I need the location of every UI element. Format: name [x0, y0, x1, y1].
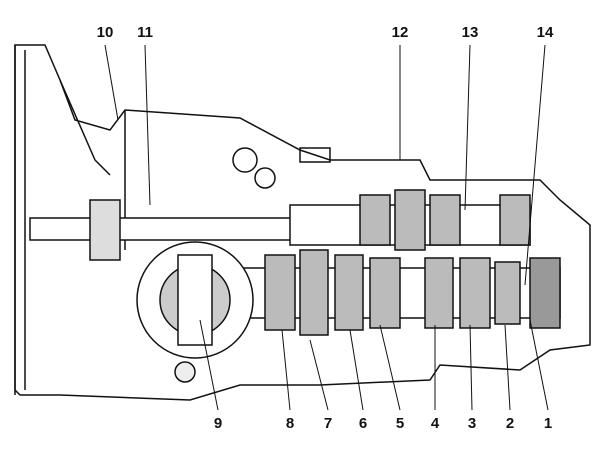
- callout-5: 5: [395, 415, 405, 432]
- callout-6: 6: [358, 415, 368, 432]
- input-shaft: [29, 217, 301, 241]
- callout-1: 1: [543, 415, 553, 432]
- clutch-hub: [89, 199, 121, 261]
- bellhousing-flange: [14, 45, 26, 395]
- callout-2: 2: [505, 415, 515, 432]
- drain-plug: [174, 361, 196, 383]
- callout-11: 11: [137, 24, 153, 41]
- shift-linkage: [232, 147, 258, 173]
- housing-outline: [14, 44, 591, 401]
- callout-4: 4: [430, 415, 440, 432]
- callout-12: 12: [391, 24, 409, 41]
- callout-9: 9: [213, 415, 223, 432]
- callout-13: 13: [461, 24, 479, 41]
- callout-3: 3: [467, 415, 477, 432]
- callout-8: 8: [285, 415, 295, 432]
- callout-7: 7: [323, 415, 333, 432]
- leader-lines: [104, 44, 549, 411]
- gears: [264, 189, 531, 336]
- callout-14: 14: [536, 24, 554, 41]
- differential-pin: [177, 254, 213, 346]
- rear-cover: [529, 257, 561, 329]
- callout-10: 10: [96, 24, 114, 41]
